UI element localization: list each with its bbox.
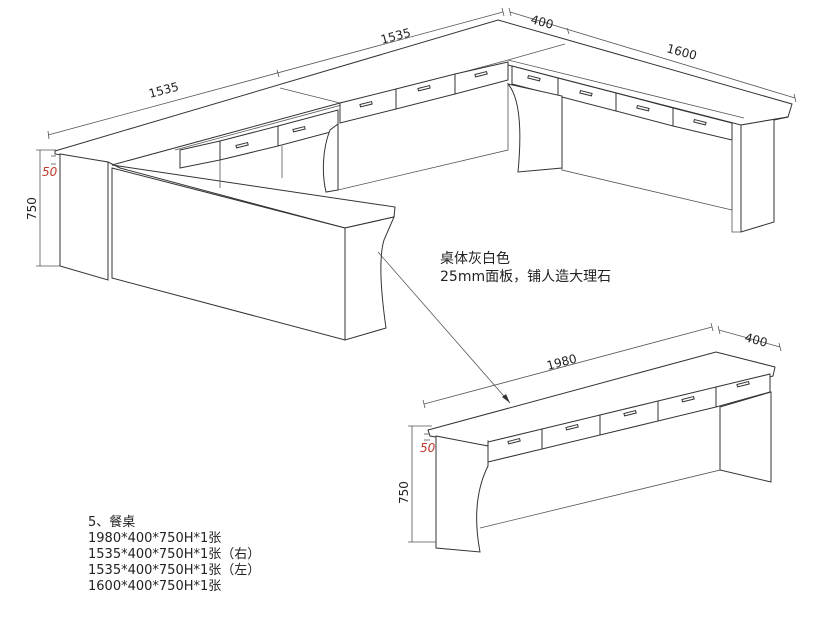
upper-dimension-lines <box>36 7 797 267</box>
dim-overhang-lower: 50 <box>420 441 436 455</box>
spec-list: 5、餐桌 1980*400*750H*1张 1535*400*750H*1张（右… <box>88 515 260 595</box>
spec-item: 1535*400*750H*1张（右） <box>88 547 261 562</box>
dim-height-left: 750 <box>25 197 39 220</box>
dim-overhang-left: 50 <box>42 165 58 179</box>
u-shaped-table <box>54 19 793 341</box>
dim-lower-length: 1980 <box>545 351 578 372</box>
spec-item: 1535*400*750H*1张（左） <box>88 563 261 578</box>
dim-top-right: 1600 <box>665 41 698 62</box>
material-note-line-2: 25mm面板，铺人造大理石 <box>440 269 612 285</box>
lower-dimension-lines <box>408 322 782 543</box>
reference-arrow <box>377 251 511 404</box>
dim-lower-depth: 400 <box>743 330 769 349</box>
dim-top-depth: 400 <box>529 12 555 31</box>
spec-item: 1600*400*750H*1张 <box>88 579 222 594</box>
dim-top-middle: 1535 <box>379 25 412 46</box>
spec-title: 5、餐桌 <box>88 515 136 530</box>
dim-height-lower: 750 <box>397 481 411 504</box>
material-note: 桌体灰白色 25mm面板，铺人造大理石 <box>440 250 611 286</box>
spec-item: 1980*400*750H*1张 <box>88 531 222 546</box>
material-note-line-1: 桌体灰白色 <box>440 251 510 267</box>
single-table <box>427 351 776 553</box>
dim-top-left: 1535 <box>147 79 180 100</box>
